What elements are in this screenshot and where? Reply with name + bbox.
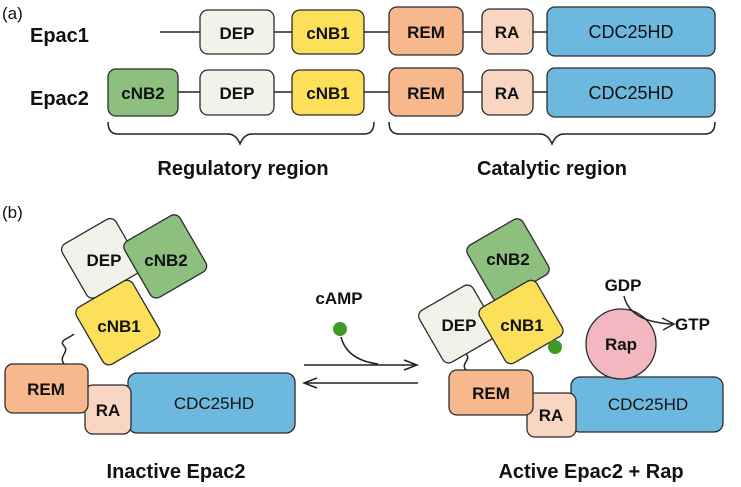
panel-b-tag: (b) <box>2 203 23 222</box>
epac2-domain-ra: RA <box>481 69 534 116</box>
epac2-label: Epac2 <box>30 88 89 110</box>
inactive-caption: Inactive Epac2 <box>107 461 246 483</box>
epac2-domain-rem: REM <box>388 67 464 117</box>
regulatory-region-label: Regulatory region <box>157 158 328 180</box>
camp-molecule <box>333 322 347 336</box>
svg-text:CDC25HD: CDC25HD <box>608 395 688 414</box>
active-rem: REM <box>448 369 534 416</box>
inactive-rem: REM <box>4 363 89 414</box>
camp-binding-arc <box>340 336 379 365</box>
svg-text:cNB1: cNB1 <box>306 24 349 43</box>
active-cdc25hd: CDC25HD <box>570 376 724 433</box>
svg-text:REM: REM <box>407 23 445 42</box>
gtp-label: GTP <box>675 315 710 334</box>
svg-text:REM: REM <box>27 380 65 399</box>
epac2-domain-cdc25hd: CDC25HD <box>546 67 716 118</box>
inactive-linker <box>61 333 75 365</box>
epac2-domain-cnb1: cNB1 <box>291 69 365 116</box>
active-cnb2-label: cNB2 <box>486 250 529 269</box>
forward-arrow <box>304 359 420 371</box>
bound-camp-molecule <box>548 340 562 354</box>
gdp-label: GDP <box>605 276 642 295</box>
inactive-cnb2 <box>123 214 208 299</box>
catalytic-brace <box>388 121 716 147</box>
svg-text:RA: RA <box>495 84 520 103</box>
epac1-domain-cnb1: cNB1 <box>291 9 365 55</box>
svg-text:REM: REM <box>407 84 445 103</box>
inactive-cnb2-label: cNB2 <box>144 251 187 270</box>
svg-text:DEP: DEP <box>220 24 255 43</box>
svg-text:DEP: DEP <box>220 84 255 103</box>
inactive-cnb1-label: cNB1 <box>97 317 140 336</box>
catalytic-region-label: Catalytic region <box>477 158 627 180</box>
active-cnb1 <box>478 279 564 365</box>
svg-text:cNB1: cNB1 <box>306 84 349 103</box>
svg-text:CDC25HD: CDC25HD <box>588 83 673 103</box>
active-ra: RA <box>526 392 577 438</box>
epac1-domain-rem: REM <box>388 6 464 56</box>
svg-text:Rap: Rap <box>605 335 637 354</box>
epac1-domain-ra: RA <box>481 8 534 55</box>
inactive-cnb1 <box>75 279 161 366</box>
svg-text:RA: RA <box>495 23 520 42</box>
rap-protein: Rap <box>585 308 657 380</box>
regulatory-brace <box>107 121 375 147</box>
svg-text:RA: RA <box>539 406 564 425</box>
active-dep-label: DEP <box>442 316 477 335</box>
inactive-ra: RA <box>84 384 132 435</box>
camp-label: cAMP <box>315 289 362 308</box>
epac2-domain-dep: DEP <box>199 69 275 116</box>
inactive-dep-label: DEP <box>87 251 122 270</box>
svg-text:RA: RA <box>96 401 121 420</box>
epac1-label: Epac1 <box>30 25 89 47</box>
svg-text:cNB2: cNB2 <box>121 84 164 103</box>
svg-text:CDC25HD: CDC25HD <box>588 22 673 42</box>
epac1-domain-dep: DEP <box>199 9 275 55</box>
inactive-cdc25hd: CDC25HD <box>127 372 296 434</box>
svg-text:REM: REM <box>472 384 510 403</box>
active-cnb1-label: cNB1 <box>500 316 543 335</box>
active-caption: Active Epac2 + Rap <box>498 461 683 483</box>
gdp-gtp-exchange-arrow <box>623 295 676 331</box>
reverse-arrow <box>301 377 418 389</box>
panel-a-tag: (a) <box>2 4 23 23</box>
epac2-domain-cnb2: cNB2 <box>107 68 179 117</box>
epac1-domain-cdc25hd: CDC25HD <box>546 6 716 57</box>
svg-text:CDC25HD: CDC25HD <box>174 394 254 413</box>
